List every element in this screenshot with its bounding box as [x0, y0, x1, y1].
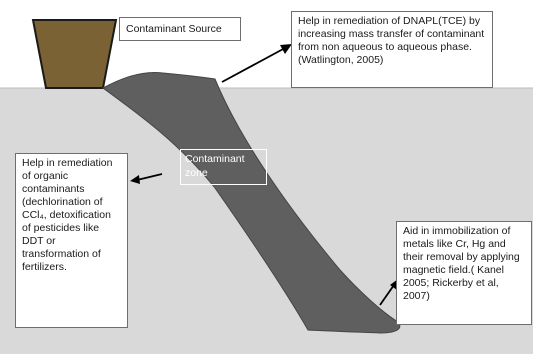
arrowhead-left: [130, 175, 140, 184]
organic-contaminants-note: Help in remediation of organic contamina…: [15, 153, 128, 328]
contaminant-source-label: Contaminant Source: [119, 17, 241, 41]
dnapl-remediation-note: Help in remediation of DNAPL(TCE) by inc…: [291, 11, 493, 88]
contaminant-source-container: [31, 19, 118, 89]
contaminant-zone-label: Contaminant zone: [180, 149, 267, 185]
arrowhead-top-right: [280, 44, 292, 54]
arrow-to-left-box: [136, 173, 163, 181]
arrow-to-bottom-right-box: [379, 284, 395, 306]
metal-immobilization-note: Aid in immobilization of metals like Cr,…: [396, 221, 532, 325]
contaminant-zone-text: Contaminant zone: [185, 153, 245, 179]
metal-immobilization-text: Aid in immobilization of metals like Cr,…: [403, 225, 520, 302]
organic-contaminants-text: Help in remediation of organic contamina…: [22, 157, 113, 273]
contaminant-source-text: Contaminant Source: [126, 23, 222, 35]
dnapl-remediation-text: Help in remediation of DNAPL(TCE) by inc…: [298, 15, 485, 66]
arrow-to-top-right-box: [221, 47, 286, 83]
